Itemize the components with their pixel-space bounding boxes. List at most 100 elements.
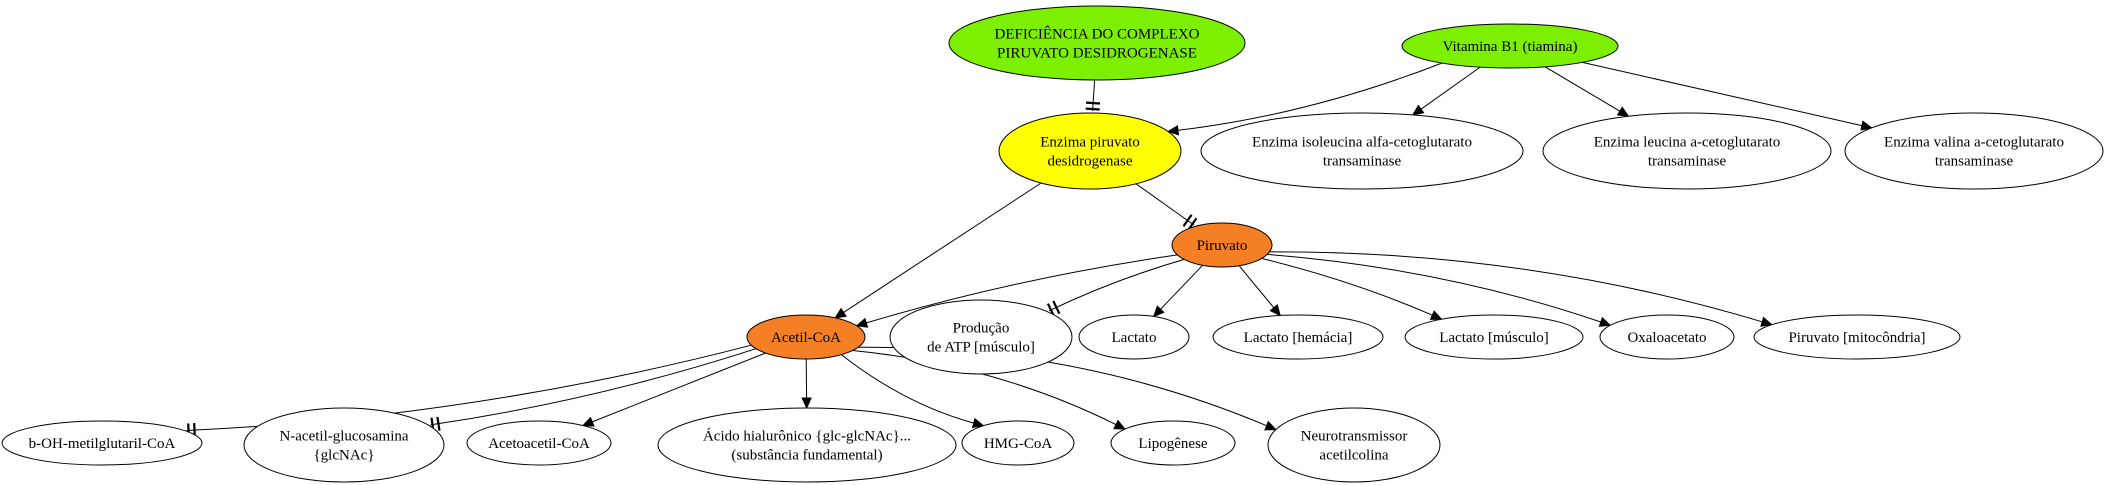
node-label: Ácido hialurônico {glc-glcNAc}...: [703, 428, 911, 445]
node-ellipse: [948, 5, 1246, 81]
arrowhead-icon: [1760, 316, 1773, 327]
node-label: Enzima piruvato: [1040, 135, 1140, 151]
node-label: HMG-CoA: [984, 436, 1053, 452]
edge-line: [1048, 258, 1185, 312]
edge-line: [1261, 257, 1433, 316]
node-boh-metil: b-OH-metilglutaril-CoA: [1, 420, 203, 466]
node-label: Enzima isoleucina alfa-cetoglutarato: [1252, 135, 1472, 151]
arrowhead-icon: [1429, 310, 1443, 320]
node-ellipse: [1078, 314, 1190, 360]
edge-piruvato-to-oxaloacetato: [1267, 253, 1612, 327]
edge-piruvato-to-lactato-hemacia: [1238, 265, 1281, 317]
inhibition-tick-icon: [436, 416, 441, 431]
node-label: de ATP [músculo]: [927, 340, 1035, 356]
edge-line: [866, 254, 1178, 324]
node-ellipse: [1200, 112, 1524, 190]
edge-line: [430, 348, 757, 426]
edge-line: [1092, 79, 1096, 112]
edge-enzima-pdh-to-acetil-coa: [834, 182, 1042, 319]
node-ellipse: [1599, 314, 1735, 360]
arrowhead-icon: [1264, 420, 1277, 431]
node-ellipse: [961, 420, 1075, 466]
edge-vitamina-b1-to-enzima-valina: [1582, 61, 1873, 131]
node-label: Enzima valina a-cetoglutarato: [1884, 135, 2064, 151]
node-label: Lactato [músculo]: [1439, 330, 1549, 346]
node-label: transaminase: [1935, 154, 2014, 170]
edge-acetil-coa-to-lipogenese: [852, 350, 1126, 430]
edge-line: [1238, 265, 1275, 309]
edge-line: [840, 354, 974, 424]
node-ellipse: [657, 407, 957, 483]
node-label: Lactato [hemácia]: [1244, 330, 1353, 346]
edge-acetil-coa-to-acido-hialuronico: [801, 358, 812, 410]
node-label: b-OH-metilglutaril-CoA: [29, 436, 176, 452]
node-neurotransmissor: Neurotransmissor acetilcolina: [1267, 407, 1441, 483]
edge-piruvato-to-lactato: [1152, 264, 1203, 318]
node-ellipse: [746, 314, 866, 360]
node-piruvato: Piruvato: [1171, 222, 1273, 268]
edge-piruvato-to-acetil-coa: [855, 254, 1178, 328]
edge-vitamina-b1-to-enzima-pdh: [1166, 62, 1442, 136]
arrowhead-icon: [1616, 106, 1630, 117]
arrowhead-icon: [1113, 419, 1126, 430]
node-ellipse: [1844, 112, 2104, 190]
node-label: Oxaloacetato: [1627, 330, 1706, 346]
node-acetil-coa: Acetil-CoA: [746, 314, 866, 360]
arrowhead-icon: [971, 417, 985, 429]
arrowhead-icon: [1166, 124, 1180, 136]
arrowhead-icon: [801, 397, 812, 410]
edge-line: [186, 344, 752, 431]
arrowhead-icon: [834, 307, 847, 319]
node-ellipse: [1110, 420, 1236, 466]
node-acido-hialuronico: Ácido hialurônico {glc-glcNAc}...(substâ…: [657, 407, 957, 483]
edge-line: [1177, 62, 1442, 131]
node-lactato-musculo: Lactato [músculo]: [1404, 314, 1584, 360]
node-label: Lipogênese: [1138, 436, 1207, 452]
node-n-acetil: N-acetil-glucosamina{glcNAc}: [243, 407, 445, 483]
node-label: acetilcolina: [1319, 448, 1388, 464]
node-ellipse: [1171, 222, 1273, 268]
node-ellipse: [1212, 314, 1384, 360]
arrowhead-icon: [855, 317, 869, 328]
edge-line: [852, 350, 1117, 426]
inhibition-tick-icon: [1086, 101, 1101, 105]
arrowhead-icon: [581, 416, 595, 427]
node-label: {glcNAc}: [313, 448, 374, 464]
edge-vitamina-b1-to-enzima-isoleucina: [1411, 66, 1481, 116]
node-ellipse: [466, 420, 612, 466]
edge-line: [843, 182, 1042, 313]
edge-line: [592, 352, 766, 423]
node-enzima-leucina: Enzima leucina a-cetoglutaratotransamina…: [1542, 112, 1832, 190]
edge-piruvato-to-lactato-musculo: [1261, 257, 1443, 320]
node-label: Acetil-CoA: [771, 330, 841, 346]
node-enzima-isoleucina: Enzima isoleucina alfa-cetoglutaratotran…: [1200, 112, 1524, 190]
node-label: Piruvato: [1197, 238, 1248, 254]
node-label: Lactato: [1112, 330, 1157, 346]
node-vitamina-b1: Vitamina B1 (tiamina): [1401, 23, 1619, 69]
node-ellipse: [1401, 23, 1619, 69]
node-lactato: Lactato: [1078, 314, 1190, 360]
node-piruvato-mito: Piruvato [mitocôndria]: [1753, 314, 1961, 360]
node-label: Neurotransmissor: [1301, 429, 1408, 445]
edge-acetil-coa-to-hmg-coa: [840, 354, 985, 429]
node-ellipse: [1267, 407, 1441, 483]
inhibition-tick-icon: [1182, 214, 1193, 227]
edge-vitamina-b1-to-enzima-leucina: [1544, 66, 1630, 117]
edges-layer: [186, 61, 1873, 438]
arrowhead-icon: [1860, 120, 1873, 131]
arrowhead-icon: [1598, 316, 1612, 327]
node-label: transaminase: [1648, 154, 1727, 170]
node-ellipse: [1, 420, 203, 466]
node-hmg-coa: HMG-CoA: [961, 420, 1075, 466]
edge-deficiencia-to-enzima-pdh: [1085, 79, 1101, 112]
edge-piruvato-to-producao-atp: [1046, 258, 1185, 317]
edge-acetil-coa-to-acetoacetil: [581, 352, 766, 427]
node-ellipse: [1753, 314, 1961, 360]
node-label: Acetoacetil-CoA: [488, 436, 590, 452]
node-ellipse: [998, 112, 1182, 190]
edge-line: [1582, 61, 1863, 127]
arrowhead-icon: [1152, 305, 1165, 318]
